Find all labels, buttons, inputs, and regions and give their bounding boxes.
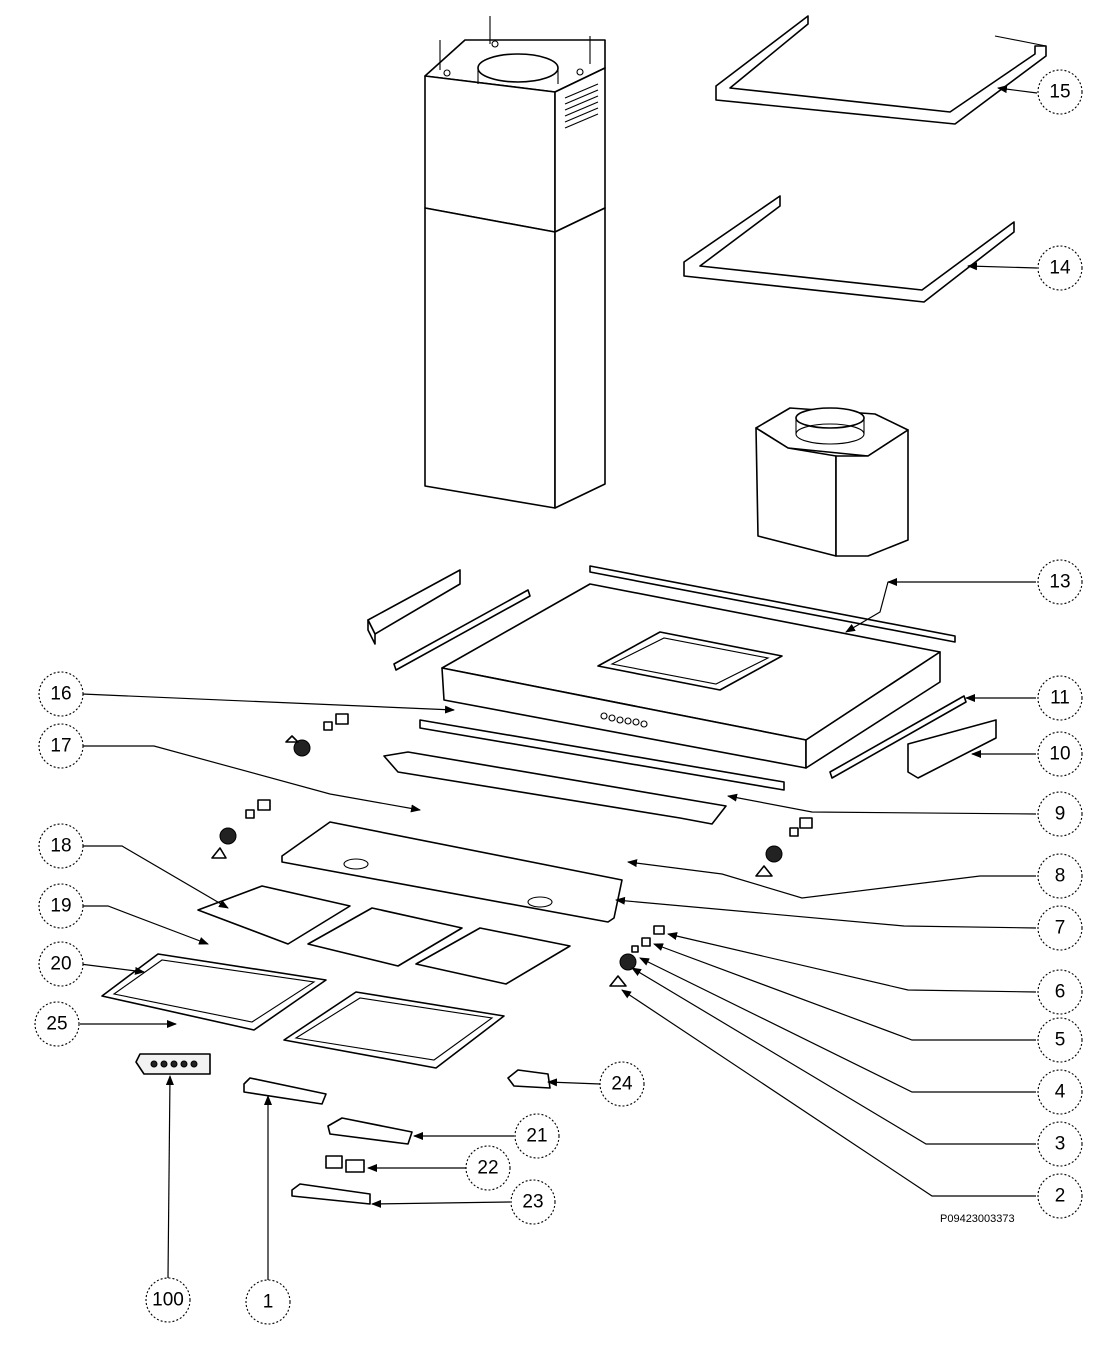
part-callout-24: 24: [599, 1061, 645, 1107]
vent-slots: [564, 83, 599, 129]
part-callout-16: 16: [38, 671, 84, 717]
part-callout-4: 4: [1037, 1069, 1083, 1115]
svg-text:20: 20: [50, 954, 71, 975]
part-callout-7: 7: [1037, 905, 1083, 951]
part-callout-2: 2: [1037, 1173, 1083, 1219]
part-callout-23: 23: [510, 1179, 556, 1225]
part-callout-6: 6: [1037, 969, 1083, 1015]
part-callout-21: 21: [514, 1113, 560, 1159]
right-slim-rail: [829, 695, 967, 779]
svg-text:9: 9: [1055, 804, 1066, 825]
svg-text:18: 18: [50, 836, 71, 857]
chimney-lower-section: [424, 207, 606, 509]
lighting-channel: [383, 751, 727, 825]
part-callout-18: 18: [38, 823, 84, 869]
svg-text:2: 2: [1055, 1186, 1066, 1207]
left-slim-rail: [393, 589, 531, 671]
lower-trim-frame: [683, 195, 1015, 303]
svg-text:100: 100: [152, 1290, 184, 1311]
control-panel-bar: [135, 1053, 211, 1075]
filter-support-panel: [281, 821, 623, 923]
grease-filters-group: [197, 885, 571, 985]
svg-text:5: 5: [1055, 1030, 1066, 1051]
chimney-upper-section: [424, 16, 606, 233]
diagram-reference-code: P09423003373: [940, 1213, 1015, 1225]
svg-text:6: 6: [1055, 982, 1066, 1003]
svg-text:4: 4: [1055, 1082, 1066, 1103]
part-callout-20: 20: [38, 941, 84, 987]
part-callout-8: 8: [1037, 853, 1083, 899]
svg-text:3: 3: [1055, 1134, 1066, 1155]
hood-canopy: [441, 583, 941, 769]
svg-text:8: 8: [1055, 866, 1066, 887]
right-side-bracket: [907, 719, 997, 779]
lamp-fitting-right: [755, 817, 813, 877]
control-switch-bar: [243, 1077, 327, 1105]
part-callout-11: 11: [1037, 675, 1083, 721]
part-callout-3: 3: [1037, 1121, 1083, 1167]
svg-text:24: 24: [611, 1074, 633, 1095]
svg-text:15: 15: [1049, 82, 1070, 103]
motor-housing: [755, 407, 909, 557]
front-rail: [419, 719, 785, 791]
rail-top-rear: [589, 565, 956, 643]
left-side-bracket: [367, 569, 461, 645]
svg-text:14: 14: [1049, 258, 1071, 279]
part-callout-5: 5: [1037, 1017, 1083, 1063]
control-buttons: [600, 712, 648, 728]
svg-text:1: 1: [263, 1292, 274, 1313]
svg-text:10: 10: [1049, 744, 1070, 765]
part-callout-17: 17: [38, 723, 84, 769]
filter-frames-group: [101, 953, 505, 1069]
circuit-board: [291, 1183, 371, 1205]
svg-text:21: 21: [526, 1126, 547, 1147]
lamp-fitting-detail: [609, 925, 665, 987]
svg-text:17: 17: [50, 736, 71, 757]
lamp-fitting-left: [285, 713, 349, 757]
svg-text:22: 22: [477, 1158, 498, 1179]
transformer-unit: [507, 1069, 551, 1089]
svg-text:11: 11: [1050, 688, 1070, 709]
capacitor-box: [327, 1117, 413, 1145]
svg-text:16: 16: [50, 684, 71, 705]
leader-lines: [79, 85, 1038, 1280]
part-callout-25: 25: [34, 1001, 80, 1047]
part-callout-14: 14: [1037, 245, 1083, 291]
part-callout-1: 1: [245, 1279, 291, 1325]
svg-text:23: 23: [522, 1192, 543, 1213]
lamp-fitting-mid: [211, 799, 271, 859]
part-callout-13: 13: [1037, 559, 1083, 605]
part-callout-100: 100: [145, 1277, 191, 1323]
part-callout-10: 10: [1037, 731, 1083, 777]
svg-text:19: 19: [50, 896, 71, 917]
upper-trim-frame: [715, 15, 1047, 125]
part-callout-9: 9: [1037, 791, 1083, 837]
part-callout-22: 22: [465, 1145, 511, 1191]
part-callout-19: 19: [38, 883, 84, 929]
svg-text:13: 13: [1049, 572, 1070, 593]
terminal-block: [325, 1155, 365, 1173]
part-callout-15: 15: [1037, 69, 1083, 115]
svg-text:7: 7: [1055, 918, 1066, 939]
svg-text:25: 25: [46, 1014, 67, 1035]
